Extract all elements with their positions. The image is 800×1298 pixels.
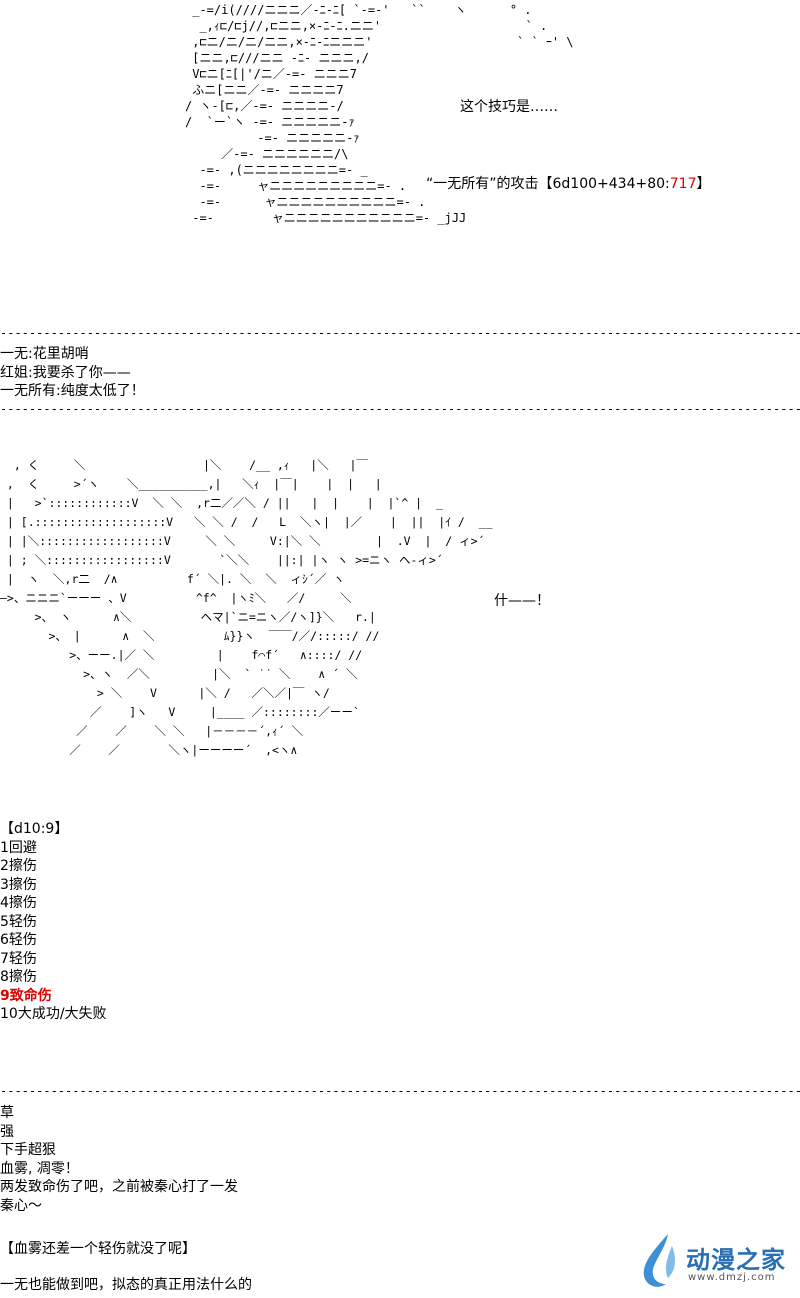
dice-entry: 5轻伤	[0, 913, 37, 930]
narration-exclaim: 什——！	[494, 593, 550, 609]
separator-line: ----------------------------------------…	[0, 327, 800, 339]
separator-line: ----------------------------------------…	[0, 1085, 800, 1097]
dice-entry: 4擦伤	[0, 895, 37, 911]
chat-line: 两发致命伤了吧，之前被秦心打了一发	[0, 1179, 238, 1195]
chat-line: 下手超狠	[0, 1142, 56, 1158]
dice-entry-hit: 9致命伤	[0, 987, 52, 1004]
attack-roll-close: 】	[696, 176, 711, 192]
dice-entry: 6轻伤	[0, 932, 37, 948]
chat-block-2: 草 强 下手超狠 血雾, 凋零！ 两发致命伤了吧，之前被秦心打了一发 秦心〜	[0, 1104, 238, 1215]
chat-line: 一无:花里胡哨	[0, 346, 89, 362]
chat-line: 强	[0, 1123, 14, 1140]
attack-roll-label: “一无所有”的攻击【6d100+434+80:	[426, 176, 670, 192]
dice-entry: 10大成功/大失败	[0, 1006, 107, 1022]
dice-header: 【d10:9】	[0, 821, 69, 837]
attack-roll-value: 717	[669, 176, 697, 192]
separator-line: ----------------------------------------…	[0, 403, 800, 415]
last-line: 一无也能做到吧，拟态的真正用法什么的	[0, 1277, 252, 1293]
chat-line: 红姐:我要杀了你——	[0, 364, 131, 381]
attack-roll: “一无所有”的攻击【6d100+434+80:717】	[426, 175, 710, 193]
dice-entry: 7轻伤	[0, 950, 37, 967]
dice-entry: 8擦伤	[0, 969, 37, 985]
ascii-art-middle: , く ＼ |＼ /__ ,ｨ |＼ |￣ , く >´ヽ ＼_________…	[0, 458, 493, 757]
logo-name: 动漫之家	[686, 1246, 786, 1274]
dice-result-block: 【d10:9】 1回避 2擦伤 3擦伤 4擦伤 5轻伤 6轻伤 7轻伤 8擦伤 …	[0, 820, 107, 1024]
droplet-icon	[643, 1234, 675, 1287]
ascii-art-top: _-=/i(////ニニニ／-ﾆ-ﾆ[ `-=-' `` ヽ ° . _,ｨ⊏/…	[185, 3, 574, 225]
logo-url: www.dmzj.com	[688, 1272, 776, 1283]
chat-line: 血雾, 凋零！	[0, 1160, 79, 1177]
chat-line: 秦心〜	[0, 1197, 42, 1214]
site-logo: 动漫之家 www.dmzj.com	[638, 1232, 798, 1292]
chat-block-1: 一无:花里胡哨 红姐:我要杀了你—— 一无所有:纯度太低了！	[0, 345, 145, 401]
dice-entry: 1回避	[0, 839, 37, 856]
note-line: 【血雾还差一个轻伤就没了呢】	[0, 1241, 196, 1257]
chat-line: 草	[0, 1105, 14, 1121]
dice-entry: 3擦伤	[0, 876, 37, 893]
narration-technique: 这个技巧是……	[460, 99, 558, 115]
dice-entry: 2擦伤	[0, 858, 37, 874]
chat-line: 一无所有:纯度太低了！	[0, 383, 145, 399]
